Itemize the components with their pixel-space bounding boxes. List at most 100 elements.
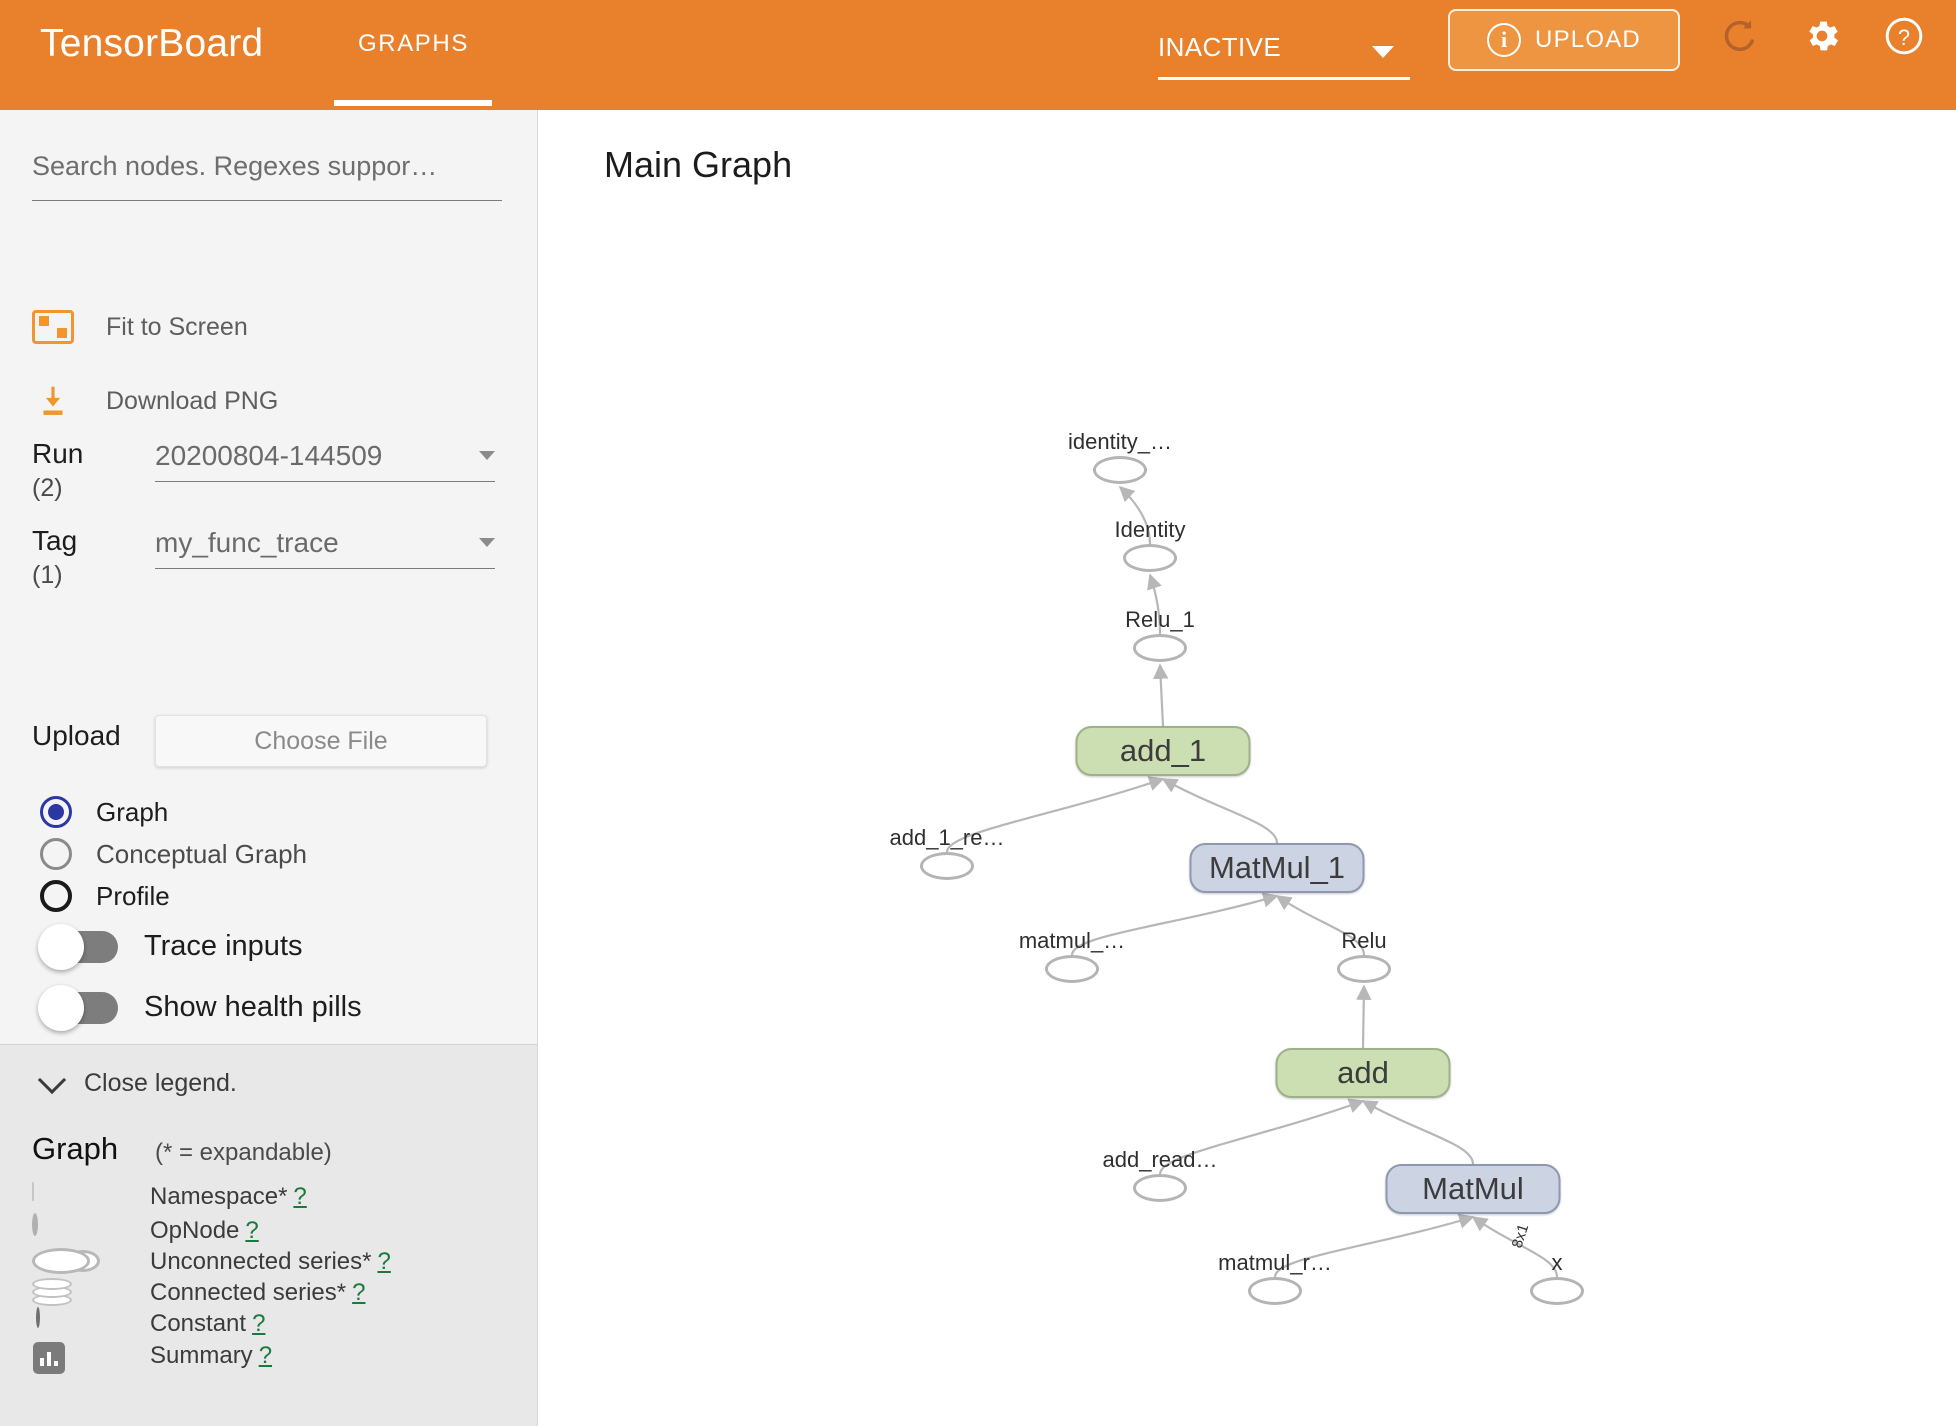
graph-edge-label: 8x1 <box>1509 1222 1533 1250</box>
graph-edge <box>1147 573 1162 635</box>
fit-to-screen-label: Fit to Screen <box>106 312 248 341</box>
upload-button[interactable]: i UPLOAD <box>1448 9 1680 71</box>
graph-legend: Close legend. Graph (* = expandable) Nam… <box>0 1044 537 1426</box>
toggle-trace-inputs-switch[interactable] <box>38 923 118 970</box>
run-count: (2) <box>32 474 63 502</box>
constant-icon <box>32 1307 122 1338</box>
graph-op-node[interactable] <box>1133 634 1187 662</box>
radio-profile[interactable]: Profile <box>40 880 170 912</box>
graph-group-node[interactable]: add_1 <box>1075 726 1251 776</box>
namespace-icon <box>32 1181 122 1212</box>
tag-label: Tag <box>32 525 78 556</box>
tag-select[interactable]: my_func_trace <box>155 517 495 569</box>
chevron-down-icon <box>479 451 495 460</box>
graph-op-node[interactable] <box>1337 955 1391 983</box>
chevron-down-icon <box>37 1065 67 1094</box>
choose-file-button[interactable]: Choose File <box>155 715 487 767</box>
tag-field: Tag (1) <box>32 525 77 590</box>
toggle-trace-inputs-label: Trace inputs <box>144 930 303 962</box>
download-icon <box>32 382 74 420</box>
toggle-show-health-pills-switch[interactable] <box>38 984 118 1031</box>
legend-item-connected-series: Connected series*? <box>0 1277 537 1308</box>
legend-item-opnode: OpNode? <box>0 1213 537 1246</box>
graph-group-node[interactable]: MatMul <box>1385 1164 1561 1214</box>
header-icon-group: ? <box>1718 14 1926 58</box>
run-select[interactable]: 20200804-144509 <box>155 430 495 482</box>
graph-group-node[interactable]: MatMul_1 <box>1189 843 1365 893</box>
chevron-down-icon <box>479 538 495 547</box>
graph-op-node[interactable] <box>1093 456 1147 484</box>
toggle-trace-inputs[interactable]: Trace inputs <box>38 923 303 970</box>
run-field: Run (2) <box>32 438 83 503</box>
graph-edge <box>1471 1216 1559 1278</box>
download-png-label: Download PNG <box>106 386 279 415</box>
info-icon: i <box>1487 23 1522 57</box>
graph-edge <box>1356 984 1372 1049</box>
graph-op-node[interactable] <box>1530 1277 1584 1305</box>
radio-graph[interactable]: Graph <box>40 796 168 828</box>
help-icon[interactable]: ? <box>1882 14 1926 58</box>
tag-count: (1) <box>32 561 63 589</box>
connected-series-icon <box>32 1278 122 1307</box>
gear-icon[interactable] <box>1800 14 1844 58</box>
close-legend-label: Close legend. <box>84 1069 237 1097</box>
graph-edge <box>1161 778 1279 844</box>
legend-item-constant: Constant? <box>0 1307 537 1339</box>
graph-op-node[interactable] <box>920 852 974 880</box>
tag-select-value: my_func_trace <box>155 526 339 558</box>
run-state-dropdown[interactable]: INACTIVE <box>1158 20 1410 80</box>
legend-title: Graph <box>32 1131 119 1166</box>
legend-item-namespace-label: Namespace* <box>150 1183 288 1210</box>
help-link[interactable]: ? <box>252 1309 266 1337</box>
help-link[interactable]: ? <box>245 1216 259 1244</box>
graph-op-node[interactable] <box>1123 544 1177 572</box>
graph-edge <box>1361 1100 1475 1165</box>
graph-edge <box>1152 663 1169 727</box>
graph-edge <box>1275 895 1366 956</box>
upload-label: Upload <box>32 720 121 751</box>
download-png-button[interactable]: Download PNG <box>32 382 278 420</box>
fit-to-screen-icon <box>32 310 74 344</box>
graph-edge <box>945 776 1165 853</box>
radio-conceptual-graph[interactable]: Conceptual Graph <box>40 838 307 870</box>
radio-graph-indicator <box>40 796 72 828</box>
page-title: Main Graph <box>604 144 793 185</box>
help-link[interactable]: ? <box>377 1247 391 1275</box>
graph-edge <box>1158 1098 1365 1175</box>
help-link[interactable]: ? <box>258 1342 273 1369</box>
legend-subtitle: (* = expandable) <box>155 1139 332 1166</box>
graph-op-node[interactable] <box>1248 1277 1302 1305</box>
radio-conceptual-graph-label: Conceptual Graph <box>96 838 308 869</box>
legend-item-unconnected-series: Unconnected series*? <box>0 1246 537 1277</box>
legend-item-opnode-label: OpNode <box>150 1216 240 1244</box>
tab-graphs[interactable]: GRAPHS <box>358 30 469 57</box>
help-link[interactable]: ? <box>293 1183 307 1210</box>
radio-profile-label: Profile <box>96 880 170 911</box>
unconnected-series-icon <box>32 1247 122 1276</box>
legend-item-namespace: Namespace*? <box>0 1179 537 1215</box>
app-header: TensorBoard GRAPHS INACTIVE i UPLOAD <box>0 0 1956 110</box>
legend-items: Namespace*? OpNode? Unconnected series*? <box>0 1179 537 1374</box>
graph-edge-layer: 8x1 <box>945 485 1559 1278</box>
upload-button-label: UPLOAD <box>1535 26 1641 53</box>
fit-to-screen-button[interactable]: Fit to Screen <box>32 310 248 344</box>
legend-item-summary: Summary? <box>0 1339 537 1374</box>
run-select-value: 20200804-144509 <box>155 439 383 471</box>
refresh-icon[interactable] <box>1718 14 1762 58</box>
graph-op-node[interactable] <box>1133 1174 1187 1202</box>
close-legend-button[interactable]: Close legend. <box>37 1065 237 1098</box>
opnode-icon <box>32 1213 122 1245</box>
search-input[interactable] <box>32 145 502 192</box>
chevron-down-icon <box>1372 46 1394 58</box>
radio-conceptual-graph-indicator <box>40 838 72 870</box>
legend-item-summary-label: Summary <box>150 1342 253 1369</box>
radio-graph-label: Graph <box>96 796 169 827</box>
radio-profile-indicator <box>40 880 72 912</box>
graph-op-node[interactable] <box>1045 955 1099 983</box>
toggle-show-health-pills[interactable]: Show health pills <box>38 984 362 1031</box>
help-link[interactable]: ? <box>352 1278 366 1306</box>
run-state-label: INACTIVE <box>1158 32 1282 62</box>
graph-group-node[interactable]: add <box>1275 1048 1451 1098</box>
app-brand: TensorBoard <box>40 22 264 65</box>
